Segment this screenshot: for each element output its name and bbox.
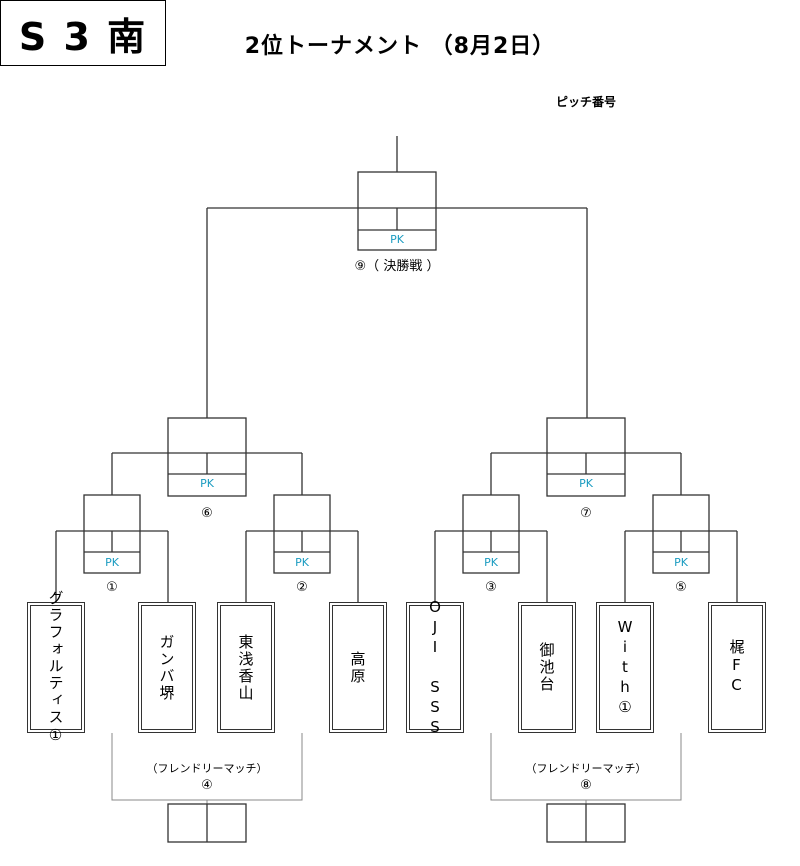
match-8-label: ⑧	[580, 778, 592, 793]
semi6-pk-label: PK	[200, 477, 214, 490]
team-box: 梶FC	[708, 602, 766, 733]
m1-score-box	[83, 494, 141, 574]
m3-score-box	[462, 494, 520, 574]
pitch-number-box: S 3 南	[0, 0, 166, 66]
m1-pk-label: PK	[105, 556, 119, 569]
friendly-match-label-right: （フレンドリーマッチ）	[525, 762, 647, 775]
match-4-label: ④	[201, 778, 213, 793]
friendly-match-label-left: （フレンドリーマッチ）	[146, 762, 268, 775]
team-name: OJI SSS	[426, 597, 444, 738]
page-title: 2位トーナメント （8月2日）	[244, 34, 556, 59]
pitch-number-value: S 3 南	[18, 14, 148, 59]
team-name: 梶FC	[727, 639, 746, 696]
team-name: 御池台	[537, 642, 556, 693]
match-6-label: ⑥	[201, 506, 213, 521]
semi7-pk-label: PK	[579, 477, 593, 490]
match-1-label: ①	[106, 580, 118, 595]
team-box: With①	[596, 602, 654, 733]
match-2-label: ②	[296, 580, 308, 595]
team-box: 東浅香山	[217, 602, 275, 733]
m2-pk-label: PK	[295, 556, 309, 569]
semi7-score-box	[546, 417, 626, 497]
team-box: OJI SSS	[406, 598, 464, 738]
pitch-number-label: ピッチ番号	[556, 95, 617, 109]
team-box: グラフォルティス①	[27, 590, 85, 746]
m5-pk-label: PK	[674, 556, 688, 569]
team-name: グラフォルティス①	[46, 589, 65, 746]
m3-pk-label: PK	[484, 556, 498, 569]
team-name: 東浅香山	[236, 633, 255, 702]
semi6-score-box	[167, 417, 247, 497]
m5-score-box	[652, 494, 710, 574]
team-name: 高原	[348, 650, 367, 685]
final-score-box	[357, 171, 437, 251]
match-3-label: ③	[485, 580, 497, 595]
team-name: With①	[616, 617, 634, 718]
m2-score-box	[273, 494, 331, 574]
match-9-label: ⑨（ 決勝戦 ）	[354, 259, 440, 274]
match-5-label: ⑤	[675, 580, 687, 595]
match-7-label: ⑦	[580, 506, 592, 521]
team-box: ガンバ堺	[138, 602, 196, 733]
team-box: 高原	[329, 602, 387, 733]
team-box: 御池台	[518, 602, 576, 733]
team-name: ガンバ堺	[157, 633, 176, 702]
final-pk-label: PK	[390, 233, 404, 246]
